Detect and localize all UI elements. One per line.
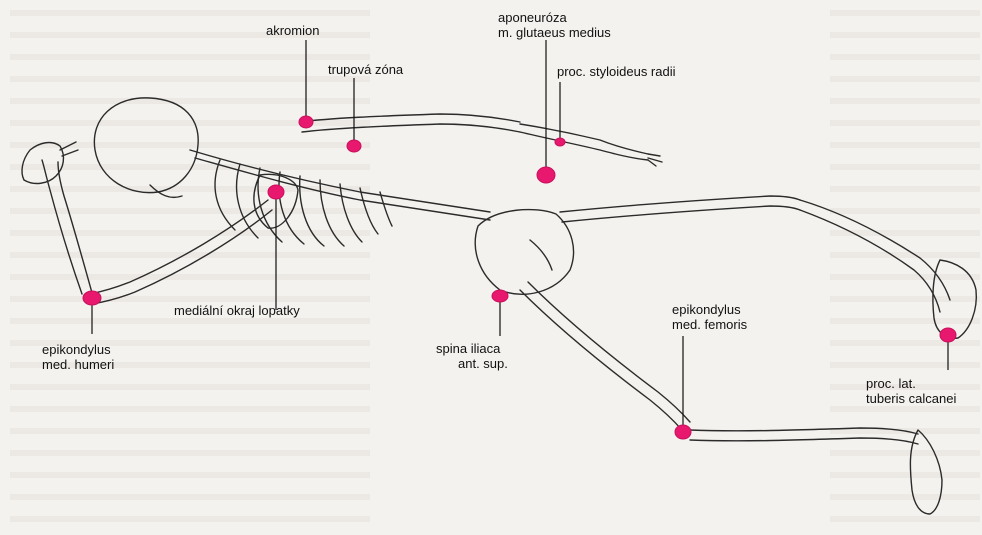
foot-extended bbox=[933, 260, 976, 338]
marker-akromion bbox=[299, 116, 313, 128]
label-spina-iliaca-line2: ant. sup. bbox=[436, 356, 508, 371]
label-proc-styloideus-text: proc. styloideus radii bbox=[557, 64, 676, 79]
skull bbox=[94, 98, 198, 193]
label-epikondylus-humeri-line2: med. humeri bbox=[42, 357, 114, 372]
marker-spina-iliaca bbox=[492, 290, 508, 302]
label-epikondylus-femoris-line2: med. femoris bbox=[672, 317, 747, 332]
label-spina-iliaca-line1: spina iliaca bbox=[436, 341, 508, 356]
label-akromion-text: akromion bbox=[266, 23, 319, 38]
femur-extended bbox=[560, 196, 800, 212]
label-epikondylus-humeri-line1: epikondylus bbox=[42, 342, 114, 357]
forearm-lowered bbox=[42, 160, 82, 294]
label-medialni-okraj-text: mediální okraj lopatky bbox=[174, 303, 300, 318]
label-trupova-zona-text: trupová zóna bbox=[328, 62, 403, 77]
tibia-bent bbox=[690, 428, 918, 434]
spine bbox=[190, 150, 490, 212]
marker-medialni-okraj bbox=[268, 185, 284, 199]
marker-proc-lat bbox=[940, 328, 956, 342]
pelvis bbox=[475, 210, 573, 295]
label-aponeuroza-line2: m. glutaeus medius bbox=[498, 25, 611, 40]
label-medialni-okraj: mediální okraj lopatky bbox=[174, 303, 300, 318]
label-epikondylus-humeri: epikondylus med. humeri bbox=[42, 342, 114, 372]
marker-aponeuroza bbox=[537, 167, 555, 183]
label-akromion: akromion bbox=[266, 23, 319, 38]
label-proc-lat: proc. lat. tuberis calcanei bbox=[866, 376, 956, 406]
label-epikondylus-femoris: epikondylus med. femoris bbox=[672, 302, 747, 332]
label-aponeuroza: aponeuróza m. glutaeus medius bbox=[498, 10, 611, 40]
femur-bent bbox=[520, 290, 682, 430]
label-proc-styloideus: proc. styloideus radii bbox=[557, 64, 676, 79]
label-aponeuroza-line1: aponeuróza bbox=[498, 10, 611, 25]
label-trupova-zona: trupová zóna bbox=[328, 62, 403, 77]
label-proc-lat-line1: proc. lat. bbox=[866, 376, 956, 391]
marker-epikondylus-femoris bbox=[675, 425, 691, 439]
label-epikondylus-femoris-line1: epikondylus bbox=[672, 302, 747, 317]
marker-epikondylus-humeri bbox=[83, 291, 101, 305]
label-spina-iliaca: spina iliaca ant. sup. bbox=[436, 341, 508, 371]
marker-trupova-zona bbox=[347, 140, 361, 152]
label-proc-lat-line2: tuberis calcanei bbox=[866, 391, 956, 406]
arm-upper-raised bbox=[300, 114, 520, 122]
marker-proc-styloideus bbox=[555, 138, 565, 146]
